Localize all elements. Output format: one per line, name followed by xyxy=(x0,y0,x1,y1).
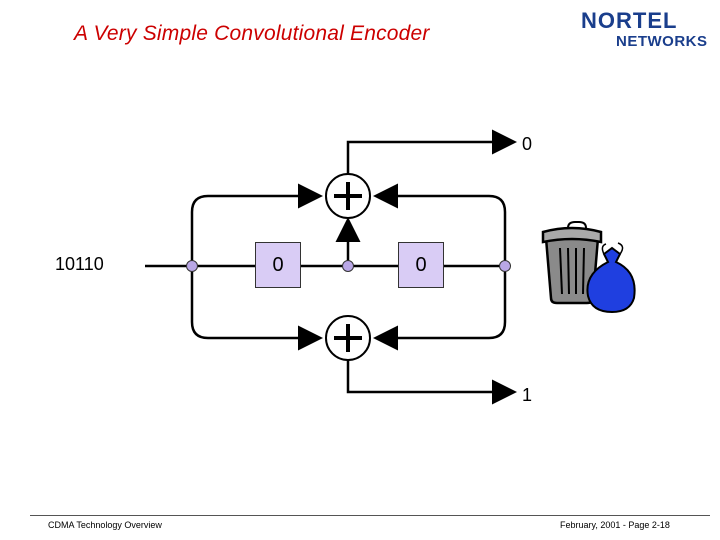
top-left-path xyxy=(190,183,323,266)
tap-node-output xyxy=(499,260,511,272)
tap-node-middle xyxy=(342,260,354,272)
footer-divider xyxy=(30,515,710,516)
bottom-output-bit: 1 xyxy=(522,385,533,405)
top-adder xyxy=(325,173,371,219)
nortel-networks-logo: NORTEL NETWORKS xyxy=(581,8,708,50)
bottom-right-path xyxy=(373,266,507,351)
bottom-left-path xyxy=(190,266,323,351)
top-right-path xyxy=(373,183,507,266)
shift-register-2: 0 xyxy=(398,242,444,288)
bottom-adder xyxy=(325,315,371,361)
footer-course-name: CDMA Technology Overview xyxy=(48,520,162,530)
top-output-bit: 0 xyxy=(522,134,533,154)
footer-page-info: February, 2001 - Page 2-18 xyxy=(560,520,670,530)
tap-node-input xyxy=(186,260,198,272)
top-output-path xyxy=(346,129,517,178)
bottom-output-path xyxy=(346,356,517,405)
shift-register-1: 0 xyxy=(255,242,301,288)
slide-title: A Very Simple Convolutional Encoder xyxy=(74,22,430,45)
garbage-bag-icon xyxy=(586,242,636,314)
trash-can-icon xyxy=(541,221,603,305)
input-bit-sequence: 10110 xyxy=(55,254,104,274)
logo-line-2: NETWORKS xyxy=(616,33,708,50)
logo-line-1: NORTEL xyxy=(581,8,677,33)
